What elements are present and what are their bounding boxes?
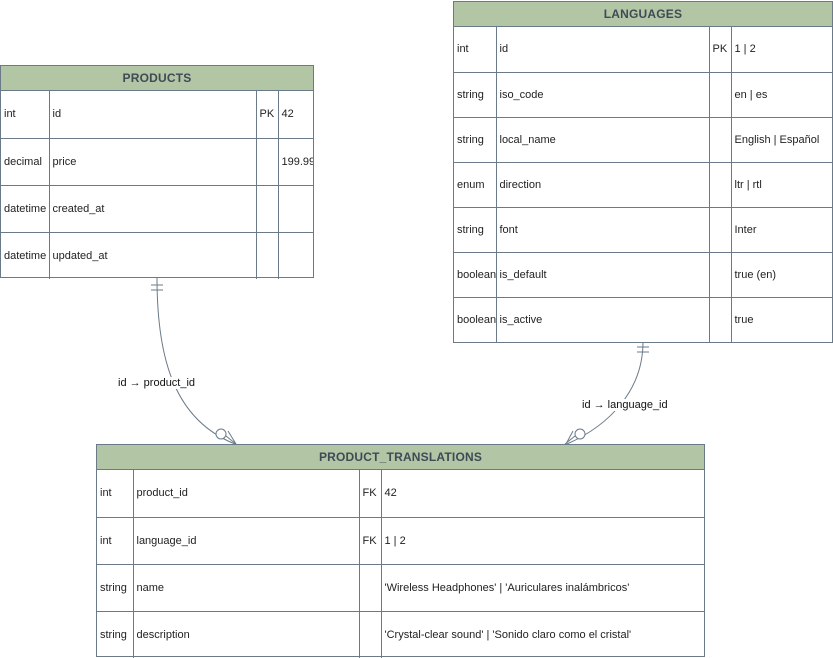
attribute-key bbox=[256, 185, 279, 233]
attribute-type: string bbox=[454, 117, 497, 163]
attribute-type: int bbox=[97, 470, 134, 518]
attribute-key bbox=[359, 564, 382, 612]
attribute-name: language_id bbox=[133, 517, 360, 565]
attribute-type: boolean bbox=[454, 252, 497, 298]
attribute-example: English | Español bbox=[731, 117, 832, 163]
connector-languages-translations[interactable] bbox=[566, 341, 644, 445]
attribute-key: FK bbox=[359, 517, 382, 565]
attribute-example: en | es bbox=[731, 72, 832, 118]
entity-title: PRODUCTS bbox=[1, 66, 313, 91]
attribute-name: name bbox=[133, 564, 360, 612]
attribute-name: product_id bbox=[133, 470, 360, 518]
attribute-name: direction bbox=[496, 162, 710, 208]
attribute-name: description bbox=[133, 611, 360, 658]
entity-title: PRODUCT_TRANSLATIONS bbox=[97, 445, 704, 470]
attribute-key bbox=[359, 611, 382, 658]
attribute-key bbox=[256, 138, 279, 186]
connector-products-translations[interactable] bbox=[156, 277, 236, 445]
crowfoot-translations-a2 bbox=[227, 430, 237, 445]
attribute-example: ltr | rtl bbox=[731, 162, 832, 208]
attribute-type: string bbox=[97, 564, 134, 612]
attribute-key: PK bbox=[709, 27, 732, 73]
attribute-type: int bbox=[1, 91, 50, 139]
attribute-name: id bbox=[496, 27, 710, 73]
attribute-type: decimal bbox=[1, 138, 50, 186]
attribute-example: 42 bbox=[381, 470, 704, 518]
attribute-key bbox=[709, 252, 732, 298]
attribute-type: string bbox=[454, 72, 497, 118]
relationship-label-product: id → product_id bbox=[117, 377, 197, 389]
attribute-name: font bbox=[496, 207, 710, 253]
attribute-type: enum bbox=[454, 162, 497, 208]
attribute-key bbox=[709, 72, 732, 118]
attribute-type: boolean bbox=[454, 297, 497, 342]
attribute-type: int bbox=[97, 517, 134, 565]
crowfoot-translations-b2 bbox=[565, 430, 574, 445]
attribute-example: 199.99 bbox=[278, 138, 313, 186]
attribute-example: true (en) bbox=[731, 252, 832, 298]
attribute-key: FK bbox=[359, 470, 382, 518]
zero-marker-translations-a bbox=[215, 428, 227, 440]
attribute-example bbox=[278, 185, 313, 233]
attribute-name: iso_code bbox=[496, 72, 710, 118]
attribute-key bbox=[709, 162, 732, 208]
attribute-example: 42 bbox=[278, 91, 313, 139]
attribute-key bbox=[709, 207, 732, 253]
relationship-label-language: id → language_id bbox=[581, 399, 669, 411]
attribute-name: price bbox=[49, 138, 257, 186]
attribute-key bbox=[709, 297, 732, 342]
attribute-example bbox=[278, 232, 313, 279]
attribute-name: local_name bbox=[496, 117, 710, 163]
attribute-key: PK bbox=[256, 91, 279, 139]
attribute-key bbox=[256, 232, 279, 279]
crowfoot-translations-b1 bbox=[564, 435, 576, 445]
attribute-name: is_active bbox=[496, 297, 710, 342]
attribute-type: int bbox=[454, 27, 497, 73]
attribute-type: string bbox=[97, 611, 134, 658]
attribute-example: Inter bbox=[731, 207, 832, 253]
zero-marker-translations-b bbox=[574, 428, 586, 440]
attribute-name: id bbox=[49, 91, 257, 139]
attribute-type: datetime bbox=[1, 232, 50, 279]
attribute-type: string bbox=[454, 207, 497, 253]
attribute-key bbox=[709, 117, 732, 163]
attribute-example: 'Wireless Headphones' | 'Auriculares ina… bbox=[381, 564, 704, 612]
attribute-type: datetime bbox=[1, 185, 50, 233]
attribute-name: created_at bbox=[49, 185, 257, 233]
attribute-example: 1 | 2 bbox=[381, 517, 704, 565]
attribute-name: is_default bbox=[496, 252, 710, 298]
crowfoot-translations-a1 bbox=[225, 435, 237, 445]
attribute-example: true bbox=[734, 313, 754, 326]
attribute-name: updated_at bbox=[49, 232, 257, 279]
entity-title: LANGUAGES bbox=[454, 2, 832, 27]
attribute-example: 1 | 2 bbox=[731, 27, 832, 73]
attribute-example: 'Crystal-clear sound' | 'Sonido claro co… bbox=[384, 628, 632, 641]
